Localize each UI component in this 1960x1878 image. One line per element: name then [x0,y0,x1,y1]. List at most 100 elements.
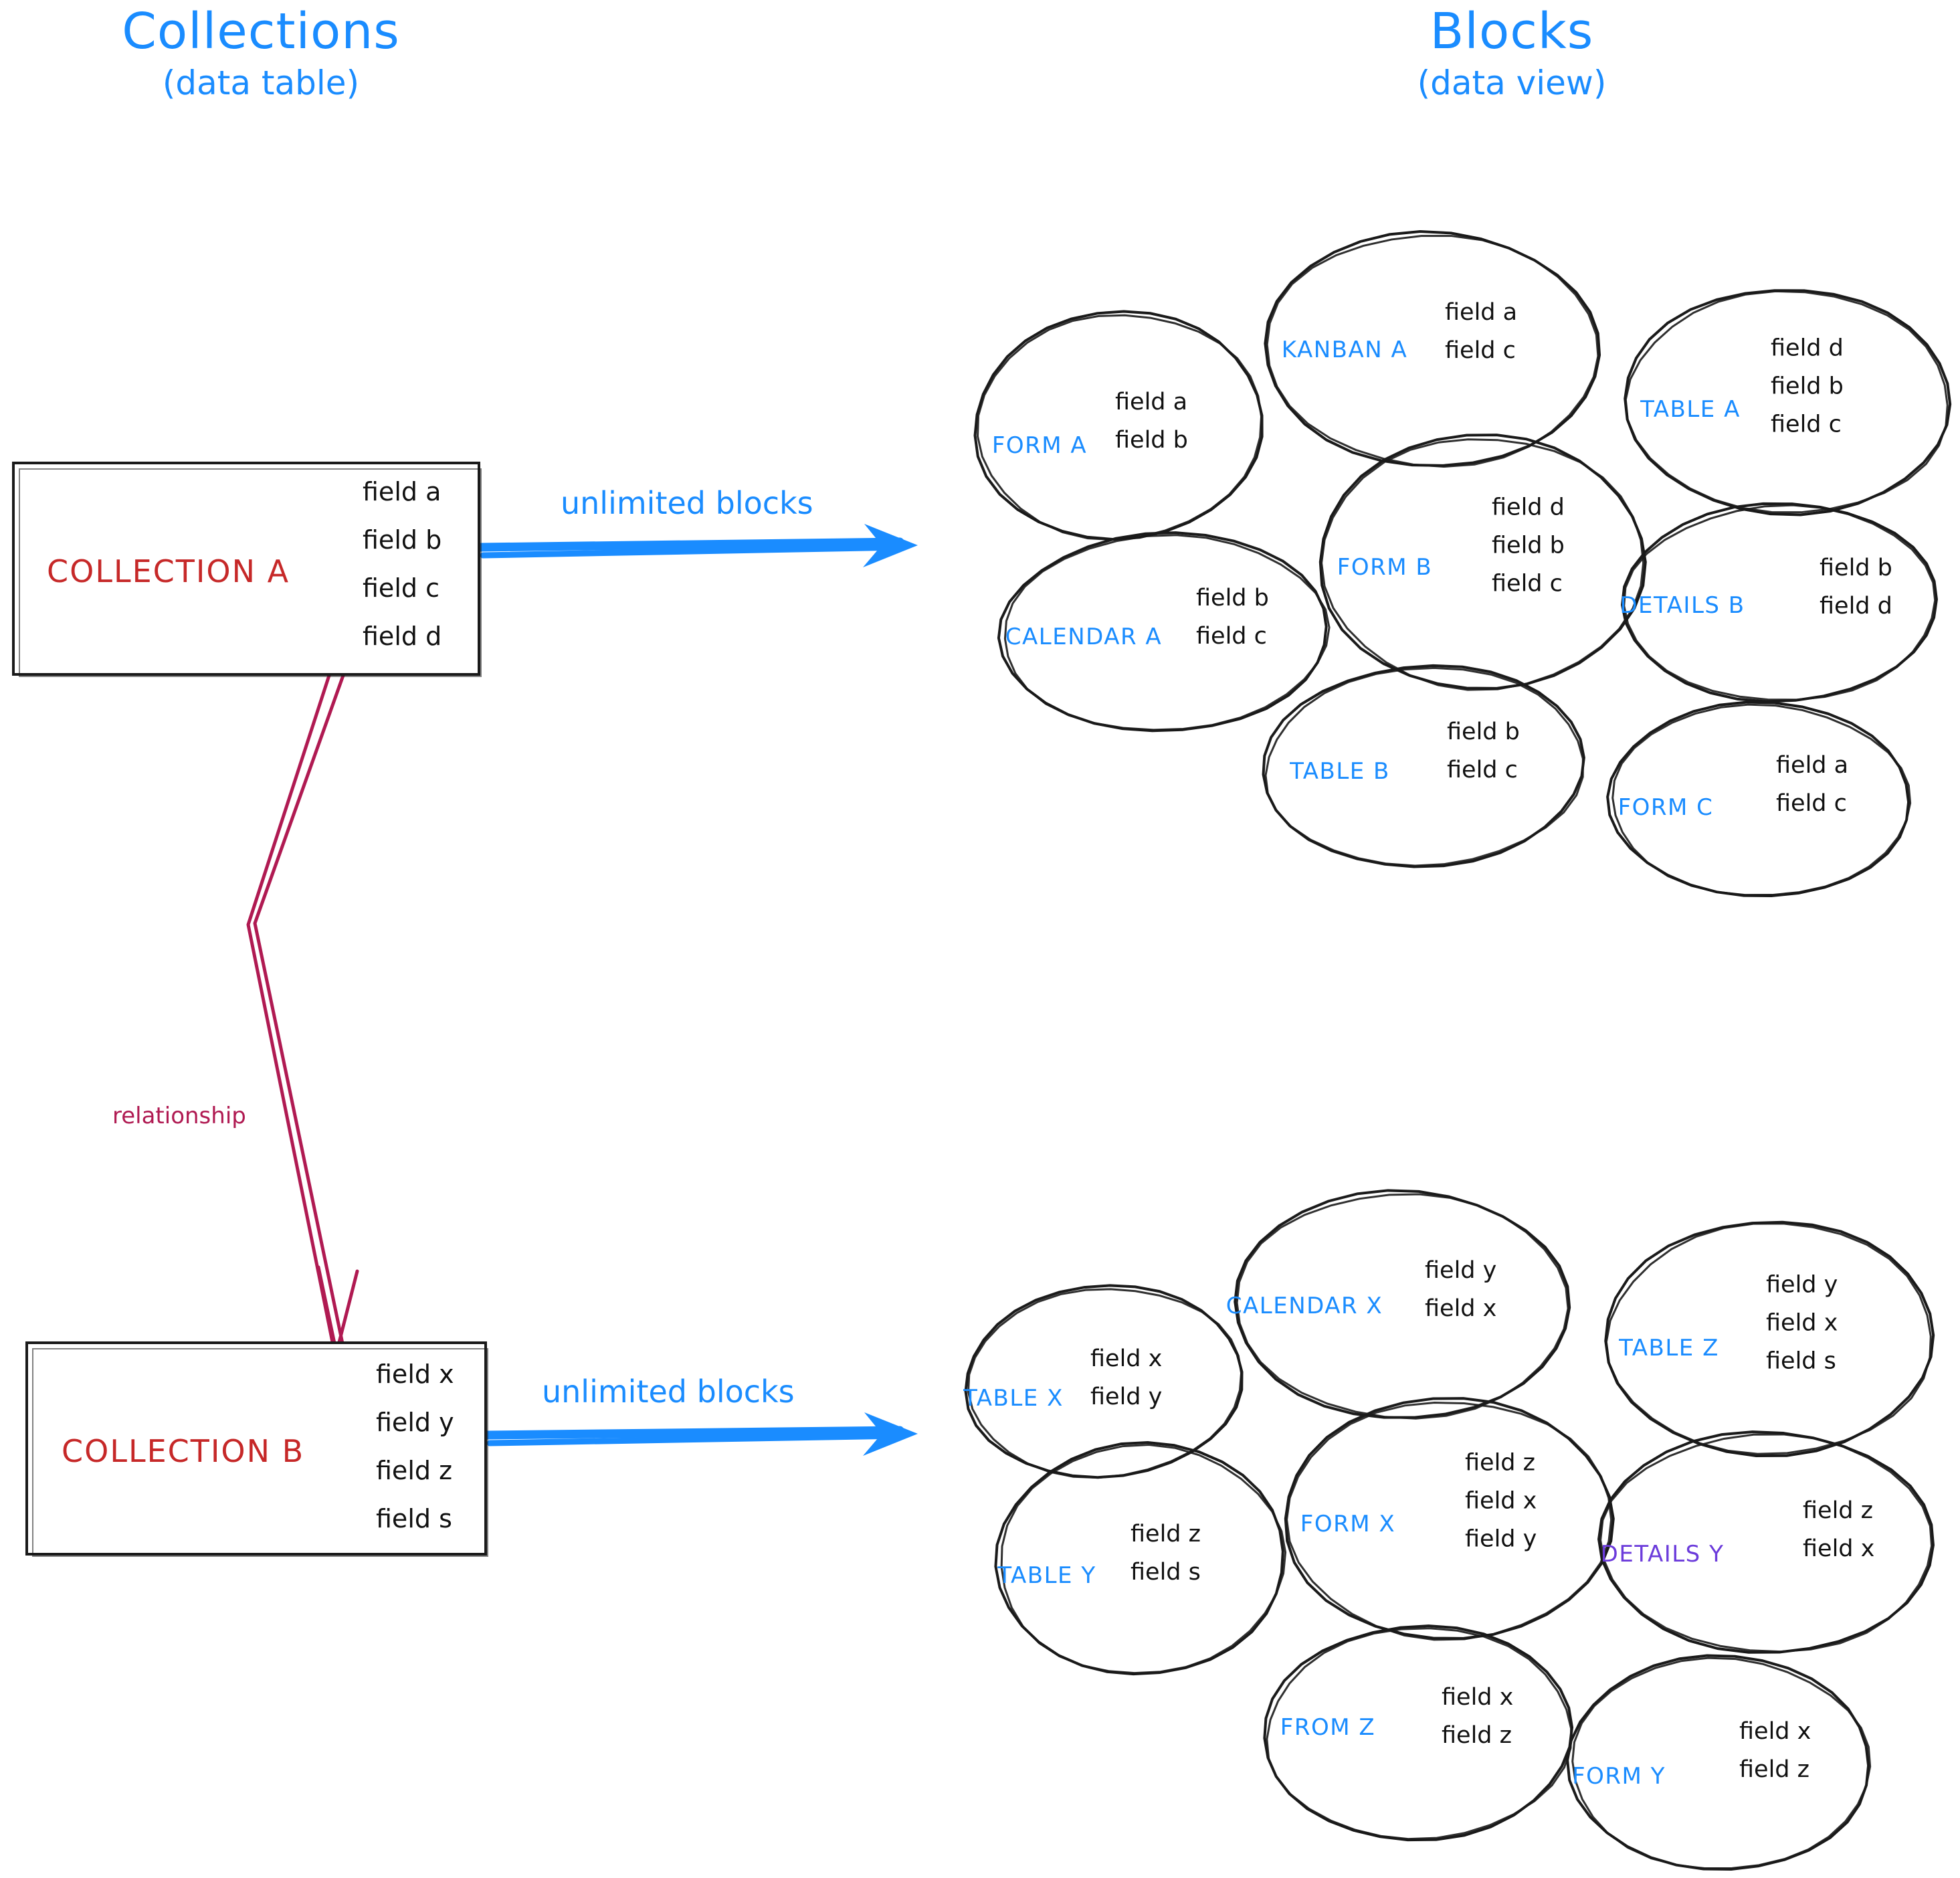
title-collections-main: Collections [122,3,400,60]
block-label: FORM B [1337,554,1433,581]
collection-a-field: field d [363,621,442,651]
arrow-collection-a-to-blocks [476,524,918,567]
title-collections-sub: (data table) [162,64,360,103]
arrow-label-unlimited-blocks-a: unlimited blocks [561,485,813,521]
block-ellipse[interactable]: DETAILS Y field z field x [1591,1424,1941,1661]
collection-b-box[interactable]: COLLECTION B field x field y field z fie… [25,1341,488,1557]
block-ellipse[interactable]: FORM A field a field b [967,304,1270,547]
collection-a-field: field a [363,477,442,506]
block-field: field y [1090,1384,1163,1410]
block-field-list: field x field z [1442,1686,1513,1748]
diagram-canvas: Collections (data table) Blocks (data vi… [12,3,1958,1871]
arrow-collection-b-to-blocks [482,1412,918,1456]
block-label: FROM Z [1280,1714,1376,1741]
block-label: DETAILS B [1620,592,1745,619]
block-field: field y [1425,1257,1497,1284]
collection-b-fields: field x field y field z field s [376,1361,454,1533]
block-field: field d [1771,335,1844,362]
block-field: field a [1445,299,1518,326]
block-field: field b [1447,719,1520,745]
block-field-list: field b field c [1447,721,1520,782]
block-label: FORM Y [1572,1763,1666,1790]
block-label: CALENDAR X [1226,1293,1383,1319]
block-field: field b [1820,555,1892,581]
block-field: field c [1445,337,1516,364]
block-field: field z [1442,1722,1512,1749]
title-collections: Collections (data table) [40,3,482,103]
collection-b-field: field s [376,1503,452,1533]
block-field: field b [1196,585,1269,612]
block-ellipse[interactable]: TABLE A field d field b field c [1617,281,1958,522]
block-field: field c [1447,757,1518,783]
collection-b-field: field z [376,1455,453,1485]
block-field: field c [1492,570,1563,597]
block-field-list: field b field d [1820,557,1892,618]
block-field: field d [1820,593,1892,620]
block-label: FORM C [1618,794,1714,821]
block-ellipse[interactable]: FROM Z field x field z [1256,1618,1580,1848]
block-field: field x [1090,1345,1163,1372]
collection-a-box[interactable]: COLLECTION A field a field b field c fie… [12,462,482,677]
block-label: FORM X [1300,1511,1396,1537]
collection-a-field: field c [363,573,439,603]
block-field: field z [1803,1497,1874,1524]
block-ellipse[interactable]: TABLE B field b field c [1255,658,1592,874]
block-field: field x [1739,1718,1811,1745]
collection-a-field: field b [363,525,442,555]
block-field: field a [1115,389,1188,415]
title-blocks-main: Blocks [1430,3,1594,60]
block-field-list: field a field b [1115,391,1188,452]
block-field: field c [1771,411,1842,438]
title-blocks-sub: (data view) [1417,64,1607,103]
relationship-arrow [246,658,359,1355]
block-label: DETAILS Y [1600,1541,1725,1568]
block-field: field z [1131,1521,1201,1547]
block-field: field b [1492,532,1565,559]
block-field: field c [1776,790,1847,817]
block-field: field d [1492,494,1565,521]
block-field: field x [1425,1295,1497,1322]
block-field: field c [1196,623,1267,650]
block-field: field b [1115,427,1188,454]
block-field-list: field a field c [1445,301,1517,363]
block-field: field y [1766,1271,1838,1299]
block-label: KANBAN A [1281,337,1408,363]
block-field: field b [1771,373,1844,400]
block-label: TABLE B [1290,758,1390,785]
block-field-list: field z field x [1803,1499,1874,1561]
block-field: field z [1739,1756,1810,1783]
block-field: field x [1766,1309,1838,1337]
collection-a-name: COLLECTION A [47,553,290,589]
block-field-list: field x field y [1090,1347,1162,1409]
block-label: FORM A [991,432,1088,459]
block-field: field x [1803,1535,1875,1562]
block-field: field x [1465,1487,1537,1515]
block-label: TABLE A [1640,396,1741,423]
block-label: CALENDAR A [1005,624,1163,650]
block-ellipse[interactable]: FORM Y field x field z [1561,1648,1878,1878]
block-field-list: field b field c [1196,587,1269,648]
block-field: field x [1442,1684,1514,1711]
block-field-list: field x field z [1739,1720,1811,1782]
collection-b-field: field y [376,1407,454,1437]
title-blocks: Blocks (data view) [1291,3,1733,103]
collection-b-field: field x [376,1359,454,1389]
block-field-list: field y field x [1425,1259,1496,1321]
collection-a-fields: field a field b field c field d [363,477,442,651]
block-label: TABLE X [963,1385,1064,1412]
block-field-list: field d field b field c [1492,496,1565,596]
block-label: TABLE Z [1619,1335,1719,1361]
block-field: field z [1465,1449,1536,1477]
relationship-label: relationship [112,1103,246,1129]
block-field-list: field d field b field c [1771,337,1844,437]
block-field: field s [1131,1559,1201,1586]
arrow-label-unlimited-blocks-b: unlimited blocks [542,1374,795,1410]
block-ellipse[interactable]: FORM B field d field b field c [1311,427,1652,697]
block-ellipse[interactable]: DETAILS B field b field d [1614,495,1945,709]
